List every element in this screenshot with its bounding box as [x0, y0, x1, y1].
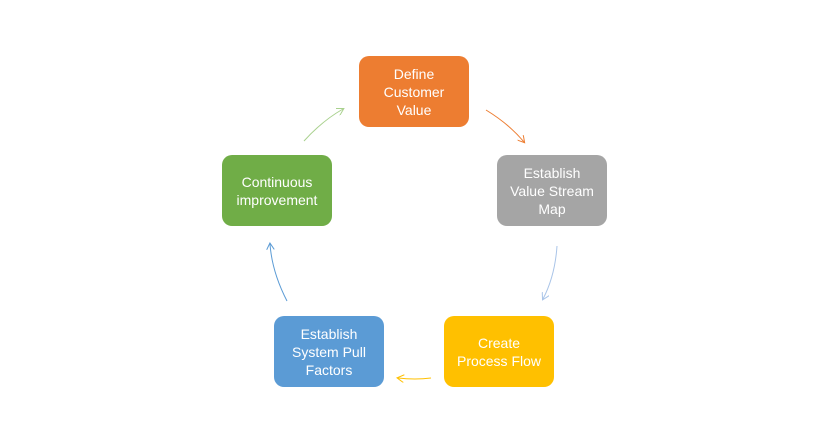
- arrow-vsm-to-flow: [543, 245, 558, 299]
- arrow-flow-to-pull: [398, 378, 432, 379]
- node-define-customer-value: Define Customer Value: [359, 56, 469, 127]
- node-continuous-improvement: Continuous improvement: [222, 155, 332, 226]
- arrow-define-to-vsm: [485, 109, 524, 142]
- arrow-pull-to-continuous: [270, 244, 288, 302]
- node-establish-system-pull-factors: Establish System Pull Factors: [274, 316, 384, 387]
- arrow-continuous-to-define: [303, 109, 343, 142]
- node-establish-value-stream-map: Establish Value Stream Map: [497, 155, 607, 226]
- node-create-process-flow: Create Process Flow: [444, 316, 554, 387]
